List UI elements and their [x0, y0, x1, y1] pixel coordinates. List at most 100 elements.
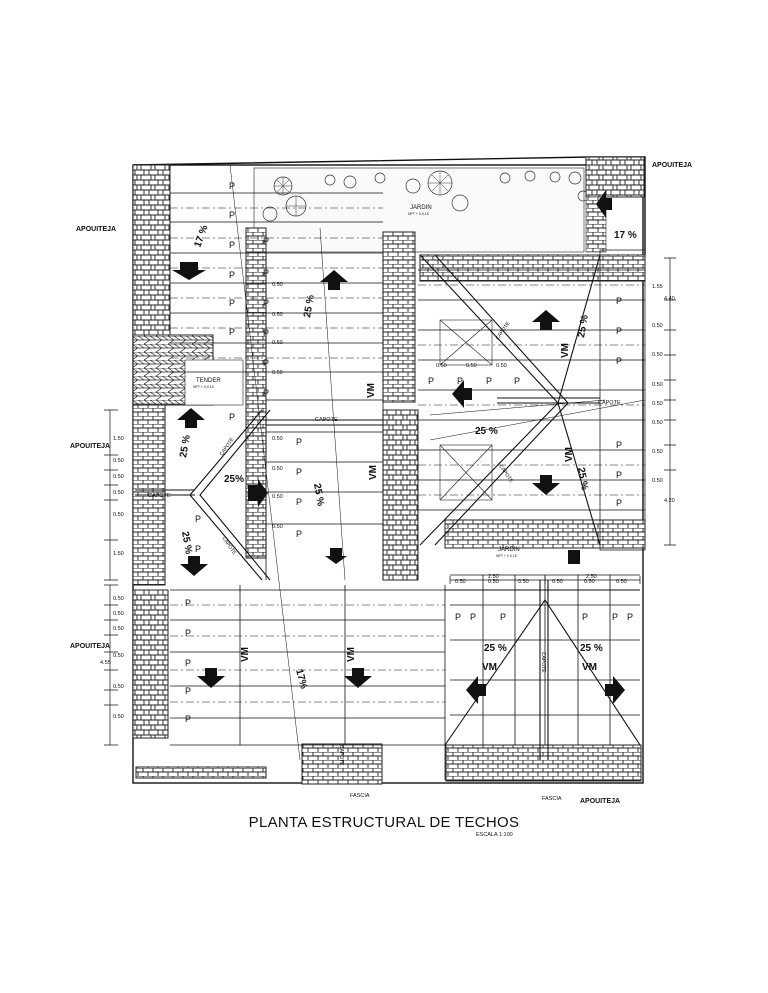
jardin-label: JARDIN — [410, 205, 432, 211]
slope-label: 25 % — [484, 643, 507, 654]
dash-lines — [170, 207, 645, 703]
capote-label: CAPOTE — [148, 493, 171, 499]
flow-arrows — [172, 190, 625, 704]
dimension-label: 0.50 — [113, 458, 124, 464]
fascia-label: FASCIA — [350, 793, 370, 799]
capote-label: CAPOTE — [540, 652, 546, 673]
dimension-label: 0.50 — [272, 340, 283, 346]
dimension-label: 1.55 — [652, 284, 663, 290]
dimension-label: 0.50 — [488, 579, 499, 585]
dimension-label: 0.50 — [652, 401, 663, 407]
dimension-label: 0.50 — [113, 684, 124, 690]
purlin-label: P — [616, 356, 622, 366]
hip-lines — [135, 254, 641, 760]
apoyo-label: APOUITEJA — [76, 226, 116, 233]
dimension-label: 1.50 — [113, 551, 124, 557]
garden-area — [253, 156, 645, 253]
slope-label: 25 % — [576, 314, 591, 338]
purlin-label: P — [185, 598, 191, 608]
dimension-label: 4.40 — [664, 296, 675, 302]
fascia-label: FASCIA — [542, 796, 562, 802]
purlin-label: P — [263, 388, 269, 398]
apoyo-label: APOUITEJA — [580, 798, 620, 805]
purlin-label: P — [185, 658, 191, 668]
dimension-label: 0.50 — [455, 579, 466, 585]
purlin-label: P — [229, 327, 235, 337]
dimension-label: 0.50 — [436, 363, 447, 369]
beam-label: VM — [240, 647, 251, 662]
dimension-label: 0.50 — [518, 579, 529, 585]
slope-label: 25 % — [179, 531, 194, 555]
left-stone-wall — [132, 164, 267, 779]
slope-label: 25 % — [178, 434, 193, 458]
slope-label: 17 % — [614, 230, 637, 241]
purlin-label: P — [455, 612, 461, 622]
purlin-label: P — [195, 514, 201, 524]
purlin-label: P — [263, 298, 269, 308]
purlin-label: P — [229, 412, 235, 422]
purlin-label: P — [263, 358, 269, 368]
capote-label: CAPOTE — [220, 536, 237, 557]
purlin-label: P — [185, 714, 191, 724]
jardin-level: NPT + 0.0.15 — [496, 554, 517, 558]
purlin-label: P — [616, 296, 622, 306]
dimension-label: 1.50 — [113, 436, 124, 442]
slope-label: 17 % — [192, 224, 210, 249]
purlin-label: P — [582, 612, 588, 622]
purlin-label: P — [627, 612, 633, 622]
skylights — [439, 319, 493, 501]
dimension-label: 0.50 — [113, 611, 124, 617]
drawing-title: PLANTA ESTRUCTURAL DE TECHOS — [248, 814, 520, 831]
purlin-label: P — [185, 628, 191, 638]
purlin-label: P — [428, 376, 434, 386]
purlin-label: P — [514, 376, 520, 386]
dimension-label: 0.50 — [272, 466, 283, 472]
apoyo-label: APOUITEJA — [652, 162, 692, 169]
purlin-label: P — [616, 440, 622, 450]
slope-label: 25 % — [475, 426, 498, 437]
capote-label: CAPOTE — [315, 417, 338, 423]
dimension-label: 0.50 — [652, 420, 663, 426]
beam-label: VM — [560, 343, 571, 358]
dimension-label: 0.50 — [496, 363, 507, 369]
apoyo-label: APOUITEJA — [70, 643, 110, 650]
dimension-label: 0.50 — [272, 282, 283, 288]
dimension-label: 0.50 — [113, 474, 124, 480]
dimension-label: 0.50 — [113, 714, 124, 720]
purlin-label: P — [229, 240, 235, 250]
drawing-scale: ESCALA 1:100 — [476, 832, 513, 838]
dimension-label: 0.50 — [113, 653, 124, 659]
dimension-lines — [104, 257, 676, 746]
slope-lines — [229, 164, 646, 761]
purlin-label: P — [296, 437, 302, 447]
purlin-label: P — [486, 376, 492, 386]
slope-label: 25 % — [580, 643, 603, 654]
dimension-label: 0.50 — [272, 436, 283, 442]
dimension-label: 0.50 — [113, 626, 124, 632]
slope-label: 17% — [293, 668, 309, 690]
beam-label: VM — [564, 447, 575, 462]
beam-label: VM — [482, 662, 497, 673]
dimension-label: 4.20 — [664, 498, 675, 504]
text-labels: APOUITEJA APOUITEJA APOUITEJA APOUITEJA … — [70, 162, 692, 805]
dimension-label: 0.50 — [652, 382, 663, 388]
purlin-label: P — [612, 612, 618, 622]
dimension-label: 0.50 — [584, 579, 595, 585]
dimension-label: 0.50 — [113, 596, 124, 602]
central-stone-columns — [245, 227, 646, 785]
purlin-label: P — [229, 210, 235, 220]
jardin-level: NPT + 0.0.15 — [408, 212, 429, 216]
dimension-label: 0.50 — [272, 370, 283, 376]
purlin-label: P — [195, 544, 201, 554]
dimension-label: 4.55 — [100, 660, 111, 666]
purlin-label: P — [263, 328, 269, 338]
purlin-label: P — [616, 498, 622, 508]
tender-level: NPT + 3.0.15 — [193, 385, 214, 389]
purlin-label: P — [616, 470, 622, 480]
purlin-label: P — [263, 236, 269, 246]
beam-label: VM — [366, 383, 377, 398]
slope-label: 25% — [224, 474, 244, 485]
capote-label: CAPOTE — [338, 745, 344, 766]
slope-label: 25 % — [311, 483, 326, 507]
